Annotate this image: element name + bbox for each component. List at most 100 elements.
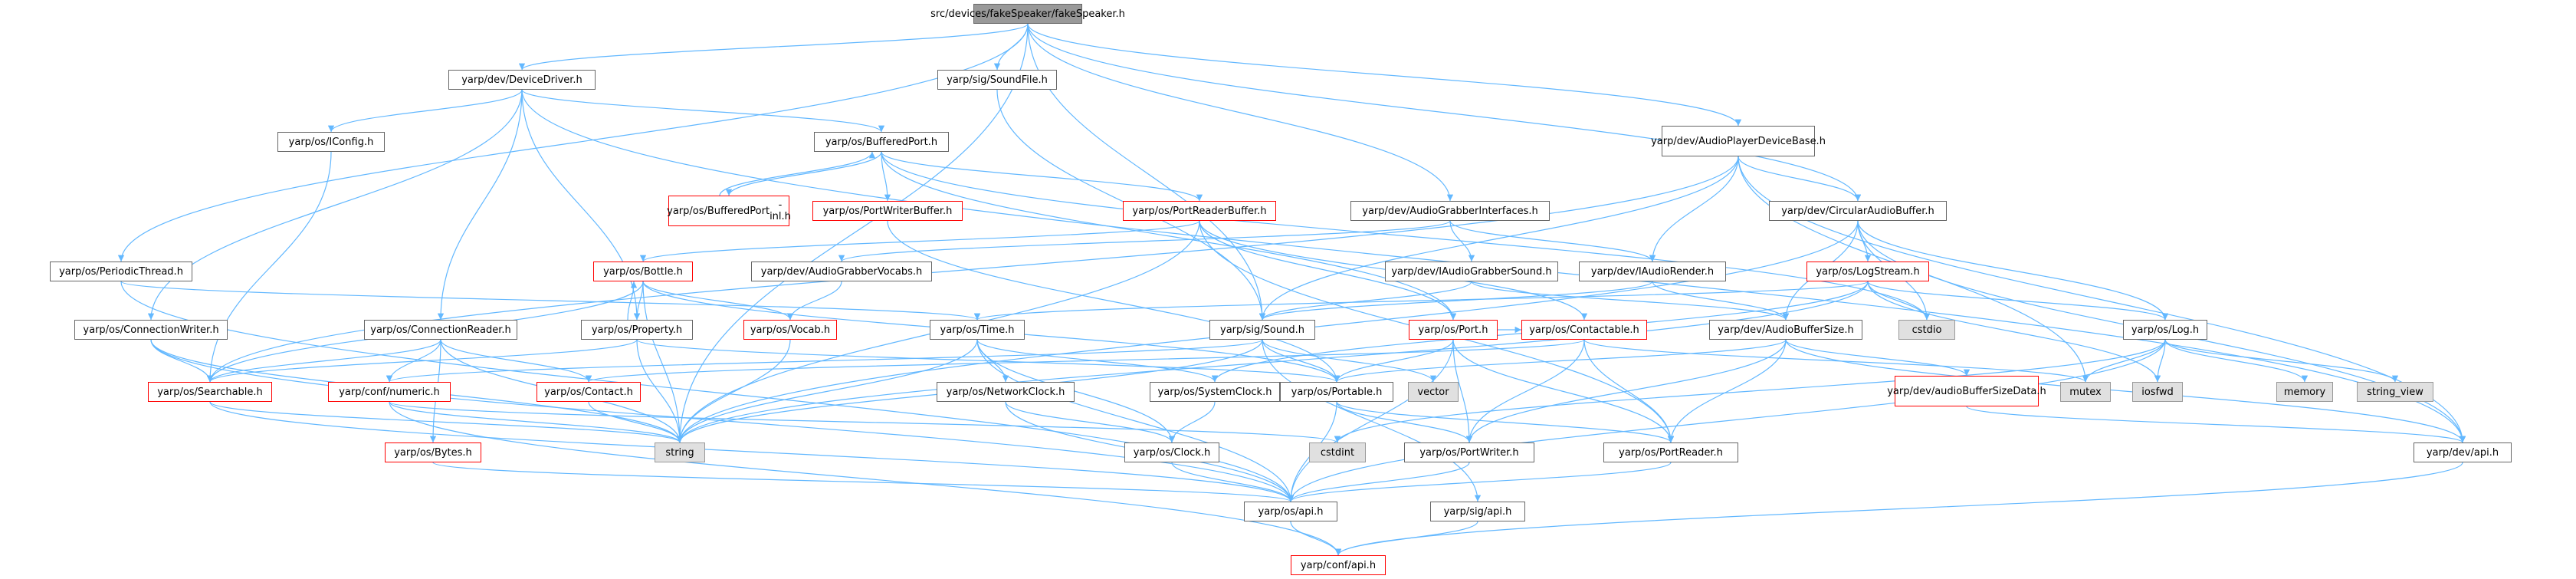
node-systemclock-h[interactable]: yarp/os/SystemClock.h — [1150, 382, 1280, 402]
node-string-view: string_view — [2357, 382, 2433, 402]
edge-contact-to-string — [588, 401, 684, 443]
node-bufferedport-h[interactable]: yarp/os/BufferedPort.h — [814, 132, 949, 152]
edge-bytes-to-osapi — [432, 462, 1294, 502]
edge-logstream-to-time — [974, 281, 1869, 321]
edge-connectionreader-to-searchable — [206, 339, 441, 383]
node-cstdint: cstdint — [1309, 442, 1366, 462]
edge-bufferedport-to-bufferedportinl — [725, 151, 882, 196]
edge-iaudiorender-to-sound — [1258, 281, 1653, 321]
node-contactable-h[interactable]: yarp/os/Contactable.h — [1521, 320, 1647, 340]
node-portwriter-h[interactable]: yarp/os/PortWriter.h — [1404, 442, 1534, 462]
node-log-h[interactable]: yarp/os/Log.h — [2123, 320, 2207, 340]
node-iaudiograbbersound-h[interactable]: yarp/dev/IAudioGrabberSound.h — [1385, 262, 1558, 281]
node-fakespeaker-h: src/devices/fakeSpeaker/fakeSpeaker.h — [930, 4, 1125, 24]
edge-audiograbbervocabs-to-vocab — [786, 281, 842, 321]
edge-portable-to-portreader — [1336, 401, 1675, 443]
edge-portwriter-to-osapi — [1287, 462, 1470, 502]
edge-connectionreader-to-contact — [440, 339, 592, 383]
edge-portreader-to-osapi — [1287, 462, 1672, 502]
edge-bufferedport-to-portreaderbuffer — [881, 151, 1203, 202]
edge-audioplayer-to-searchable — [206, 156, 1739, 383]
node-conf-api-h[interactable]: yarp/conf/api.h — [1291, 555, 1386, 575]
edge-time-to-osapi — [976, 339, 1295, 502]
edge-clock-to-osapi — [1171, 462, 1295, 502]
node-portwriterbuffer-h[interactable]: yarp/os/PortWriterBuffer.h — [812, 201, 963, 221]
edge-periodicthread-to-time — [120, 281, 980, 321]
node-portreaderbuffer-h[interactable]: yarp/os/PortReaderBuffer.h — [1123, 201, 1276, 221]
edge-devicedriver-to-connectionreader — [437, 89, 523, 321]
edge-root-to-circularaudiobuffer — [1027, 23, 1862, 202]
node-bytes-h[interactable]: yarp/os/Bytes.h — [385, 442, 481, 462]
edge-numeric-to-confapi — [389, 401, 1342, 556]
node-devicedriver-h[interactable]: yarp/dev/DeviceDriver.h — [448, 70, 596, 90]
edge-searchable-to-osapi — [209, 401, 1294, 502]
node-contact-h[interactable]: yarp/os/Contact.h — [537, 382, 641, 402]
node-bottle-h[interactable]: yarp/os/Bottle.h — [593, 262, 693, 281]
node-soundfile-h[interactable]: yarp/sig/SoundFile.h — [937, 70, 1057, 90]
node-audiobuffersize-h[interactable]: yarp/dev/AudioBufferSize.h — [1709, 320, 1862, 340]
edge-root-to-periodicthread — [117, 23, 1029, 262]
edge-connectionwriter-to-searchable — [150, 339, 214, 383]
edge-periodicthread-to-osapi — [120, 281, 1295, 502]
node-sig-api-h[interactable]: yarp/sig/api.h — [1430, 502, 1525, 521]
edge-logstream-to-iosfwd — [1867, 281, 2161, 383]
node-logstream-h[interactable]: yarp/os/LogStream.h — [1806, 262, 1929, 281]
node-os-api-h[interactable]: yarp/os/api.h — [1244, 502, 1337, 521]
edge-contactable-to-contact — [586, 339, 1585, 383]
edge-bufferedportinl-to-bufferedport — [719, 151, 876, 196]
edge-portreaderbuffer-to-port — [1199, 220, 1457, 321]
edge-audiobuffersize-to-audiobuffersizedata — [1785, 339, 1971, 377]
edge-property-to-searchable — [206, 339, 638, 383]
edge-searchable-to-string — [209, 401, 683, 443]
node-time-h[interactable]: yarp/os/Time.h — [930, 320, 1025, 340]
node-audiograbberinterfaces-h[interactable]: yarp/dev/AudioGrabberInterfaces.h — [1350, 201, 1550, 221]
edge-logstream-to-log — [1867, 281, 2169, 321]
node-portreader-h[interactable]: yarp/os/PortReader.h — [1603, 442, 1738, 462]
edge-sound-to-vector — [1262, 339, 1437, 383]
node-connectionwriter-h[interactable]: yarp/os/ConnectionWriter.h — [74, 320, 228, 340]
node-clock-h[interactable]: yarp/os/Clock.h — [1124, 442, 1219, 462]
edge-devicedriver-to-property — [521, 89, 641, 321]
edge-log-to-string_view — [2164, 339, 2399, 383]
node-bufferedport-inl-h[interactable]: yarp/os/BufferedPort-inl.h — [667, 196, 791, 226]
node-audiograbbervocabs-h[interactable]: yarp/dev/AudioGrabberVocabs.h — [751, 262, 932, 281]
edge-sound-to-numeric — [386, 339, 1263, 383]
edge-audiobuffersize-to-portable — [1334, 339, 1787, 383]
node-circularaudiobuffer-h[interactable]: yarp/dev/CircularAudioBuffer.h — [1769, 201, 1947, 221]
edge-root-to-sound — [1027, 23, 1266, 321]
node-networkclock-h[interactable]: yarp/os/NetworkClock.h — [937, 382, 1075, 402]
node-numeric-h[interactable]: yarp/conf/numeric.h — [328, 382, 451, 402]
edge-iconfig-to-searchable — [206, 151, 332, 383]
node-searchable-h[interactable]: yarp/os/Searchable.h — [148, 382, 272, 402]
edge-devicedriver-to-connectionwriter — [147, 89, 523, 321]
edge-audiobuffersize-to-devapi — [1785, 339, 2466, 443]
edge-devicedriver-to-iconfig — [327, 89, 523, 133]
node-periodicthread-h[interactable]: yarp/os/PeriodicThread.h — [50, 262, 192, 281]
node-iosfwd: iosfwd — [2132, 382, 2183, 402]
edge-root-to-string — [676, 23, 1029, 443]
edge-portreaderbuffer-to-bottle — [640, 220, 1200, 262]
edge-logstream-to-string — [676, 281, 1869, 443]
edge-audiobuffersize-to-portwriter — [1465, 339, 1787, 443]
node-cstdio: cstdio — [1898, 320, 1955, 340]
node-vocab-h[interactable]: yarp/os/Vocab.h — [743, 320, 837, 340]
edge-audiograbberinterfaces-to-iaudiograbbersound — [1449, 220, 1475, 262]
node-iaudiorender-h[interactable]: yarp/dev/IAudioRender.h — [1579, 262, 1726, 281]
edge-port-to-portwriter — [1452, 339, 1473, 443]
node-iconfig-h[interactable]: yarp/os/IConfig.h — [277, 132, 385, 152]
node-memory: memory — [2276, 382, 2333, 402]
edge-audiograbberinterfaces-to-audiograbbervocabs — [838, 220, 1451, 262]
node-port-h[interactable]: yarp/os/Port.h — [1409, 320, 1498, 340]
edge-circularaudiobuffer-to-log — [1857, 220, 2169, 321]
node-vector: vector — [1408, 382, 1459, 402]
edge-audiobuffersizedata-to-devapi — [1966, 406, 2466, 443]
node-sound-h[interactable]: yarp/sig/Sound.h — [1209, 320, 1315, 340]
edge-iaudiorender-to-audiobuffersize — [1652, 281, 1790, 321]
node-dev-api-h[interactable]: yarp/dev/api.h — [2414, 442, 2512, 462]
edge-bottle-to-string — [642, 281, 684, 443]
node-portable-h[interactable]: yarp/os/Portable.h — [1280, 382, 1393, 402]
node-property-h[interactable]: yarp/os/Property.h — [581, 320, 693, 340]
node-connectionreader-h[interactable]: yarp/os/ConnectionReader.h — [364, 320, 517, 340]
